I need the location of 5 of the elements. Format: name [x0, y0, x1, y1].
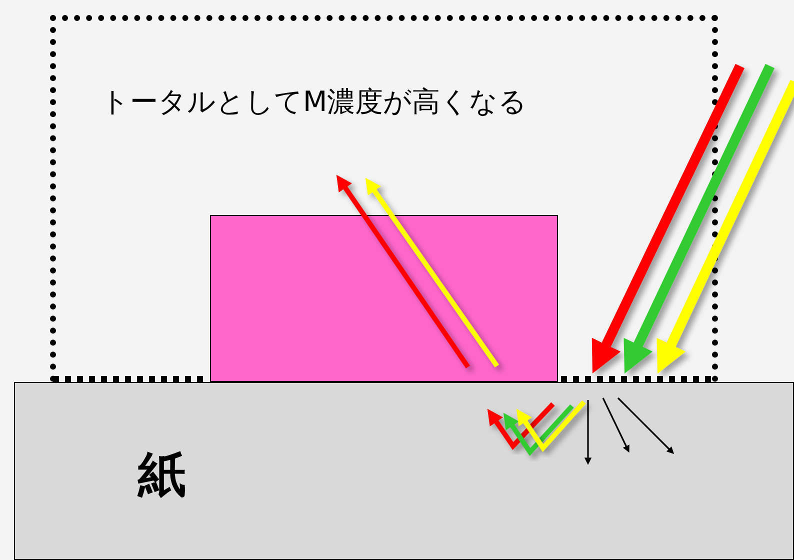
ink-layer [210, 215, 558, 382]
paper-block [14, 382, 794, 560]
dotted-region [50, 15, 718, 382]
paper-label: 紙 [138, 446, 186, 505]
caption-text: トータルとしてM濃度が高くなる [101, 84, 528, 120]
